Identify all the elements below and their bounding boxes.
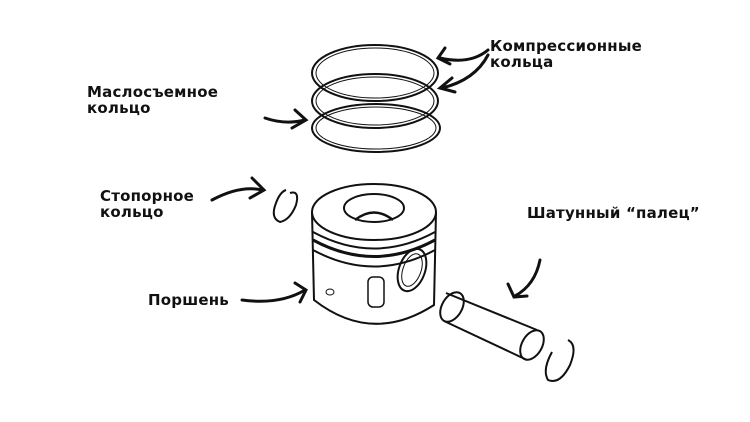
label-line: Стопорное bbox=[100, 187, 195, 205]
retaining-ring-label: Стопорное кольцо bbox=[100, 188, 194, 220]
oil-ring bbox=[311, 103, 441, 153]
compression-ring-second bbox=[311, 73, 439, 129]
label-line: Компрессионные bbox=[490, 37, 642, 55]
piston-pin-label: Шатунный “палец” bbox=[527, 204, 700, 222]
label-line: Маслосъемное bbox=[87, 83, 219, 101]
label-line: кольцо bbox=[87, 99, 151, 117]
retaining-ring-left bbox=[272, 189, 299, 224]
arrows bbox=[210, 46, 542, 304]
label-line: кольцо bbox=[100, 203, 164, 221]
retaining-ring-right bbox=[544, 339, 575, 382]
piston bbox=[311, 183, 437, 325]
oil-ring-label: Маслосъемное кольцо bbox=[87, 84, 218, 116]
compression-ring-top bbox=[311, 44, 439, 102]
piston-label: Поршень bbox=[148, 291, 229, 309]
piston-pin bbox=[439, 291, 545, 361]
label-line: кольца bbox=[490, 53, 554, 71]
compression-rings-label: Компрессионные кольца bbox=[490, 38, 642, 70]
